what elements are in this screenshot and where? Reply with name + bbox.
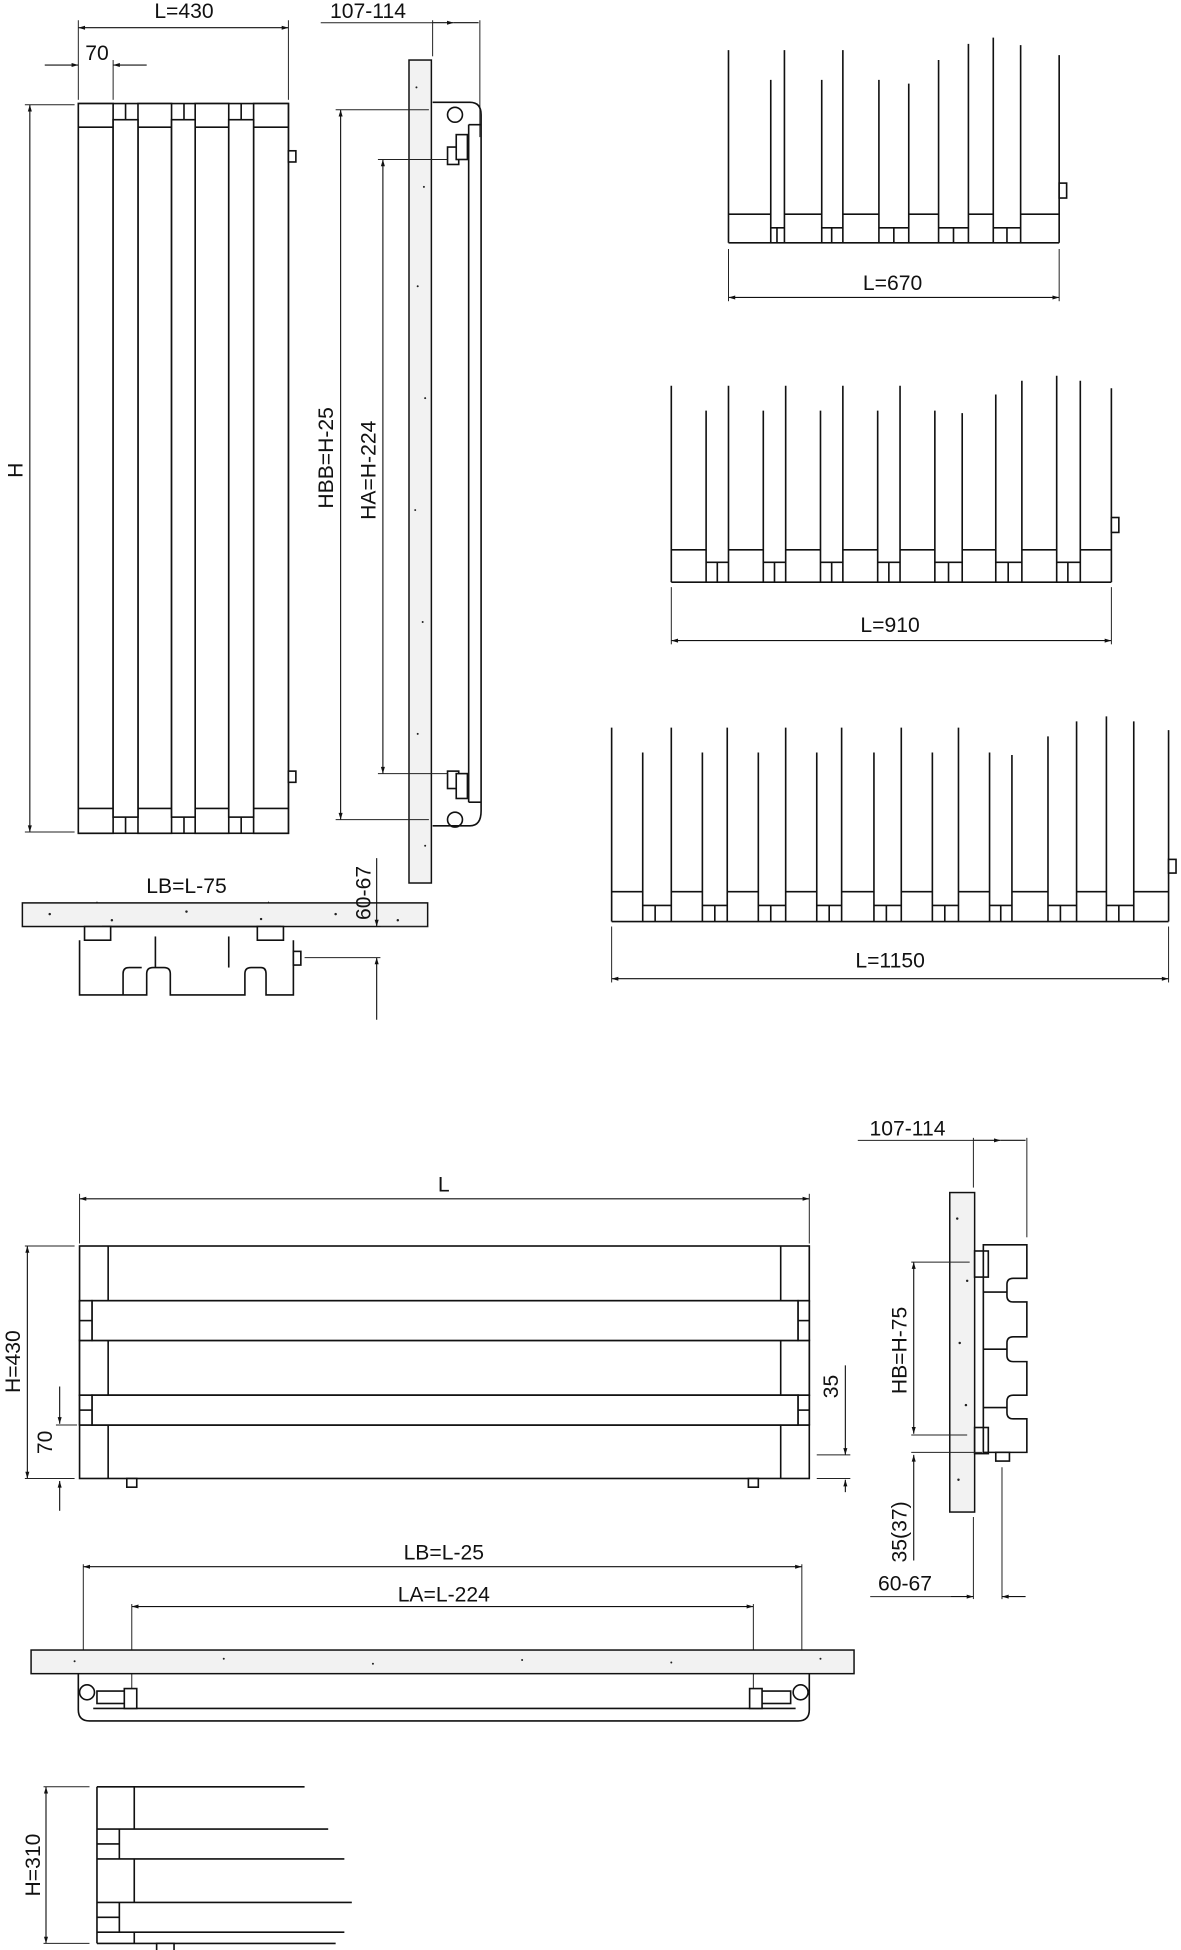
vertical-radiator-front-view: L=430 70 H xyxy=(4,0,297,835)
lb-label: LB=L-75 xyxy=(146,875,226,898)
valve-icon xyxy=(123,1687,138,1710)
pipe-connector-icon xyxy=(792,1684,809,1701)
valve-icon xyxy=(455,133,469,161)
horizontal-radiator-310-view: H=310 xyxy=(22,1785,352,1950)
valve-stub-icon xyxy=(287,149,297,163)
variant-label: L=1150 xyxy=(855,950,925,973)
pipe-connector-icon xyxy=(446,811,464,828)
height-label: H=430 xyxy=(2,1330,25,1393)
pipe-connector-icon xyxy=(446,106,464,124)
la-label: LA=L-224 xyxy=(398,1584,490,1607)
column-width-label: 70 xyxy=(85,42,109,65)
variant-l670: L=670 xyxy=(727,37,1068,302)
bottom-offset-label: 35(37) xyxy=(888,1501,911,1562)
valve-stub-icon xyxy=(287,770,297,784)
offset-label: 60-67 xyxy=(878,1572,932,1595)
hbb-label: HBB=H-25 xyxy=(315,407,338,509)
lb-label: LB=L-25 xyxy=(404,1541,484,1564)
hb-label: HB=H-75 xyxy=(888,1307,911,1394)
wall-section xyxy=(30,1649,855,1675)
vertical-radiator-top-view: LB=L-75 60-67 xyxy=(21,858,429,1020)
depth-label: 107-114 xyxy=(330,0,406,23)
height-label: H xyxy=(4,463,27,478)
pipe-connector-icon xyxy=(78,1684,96,1701)
height-label: H=310 xyxy=(22,1834,45,1897)
horizontal-radiator-top-view: LB=L-25 LA=L-224 xyxy=(30,1541,855,1722)
connection-label: 35 xyxy=(820,1375,843,1399)
variant-l1150: L=1150 xyxy=(610,716,1177,983)
width-label: L=430 xyxy=(154,0,213,23)
horizontal-radiator-front-view: L H=430 70 35 xyxy=(2,1173,851,1511)
valve-icon xyxy=(760,1690,792,1705)
width-label: L xyxy=(438,1173,450,1196)
bottom-label: 70 xyxy=(34,1431,57,1455)
valve-icon xyxy=(455,772,469,800)
variant-l910: L=910 xyxy=(670,375,1120,645)
wall-section xyxy=(408,59,433,884)
valve-icon xyxy=(96,1690,128,1705)
offset-label: 60-67 xyxy=(352,866,375,920)
vertical-radiator-side-view: 107-114 HBB=H-25 HA=H-224 xyxy=(315,0,482,884)
wall-section xyxy=(949,1191,976,1513)
horizontal-radiator-side-view: 107-114 HB=H-75 35(37) 60-67 xyxy=(857,1117,1028,1600)
depth-label: 107-114 xyxy=(870,1117,946,1140)
valve-icon xyxy=(748,1687,763,1710)
wall-texture xyxy=(48,86,969,1665)
ha-label: HA=H-224 xyxy=(357,420,380,519)
variant-label: L=910 xyxy=(860,614,919,637)
variant-label: L=670 xyxy=(863,272,922,295)
